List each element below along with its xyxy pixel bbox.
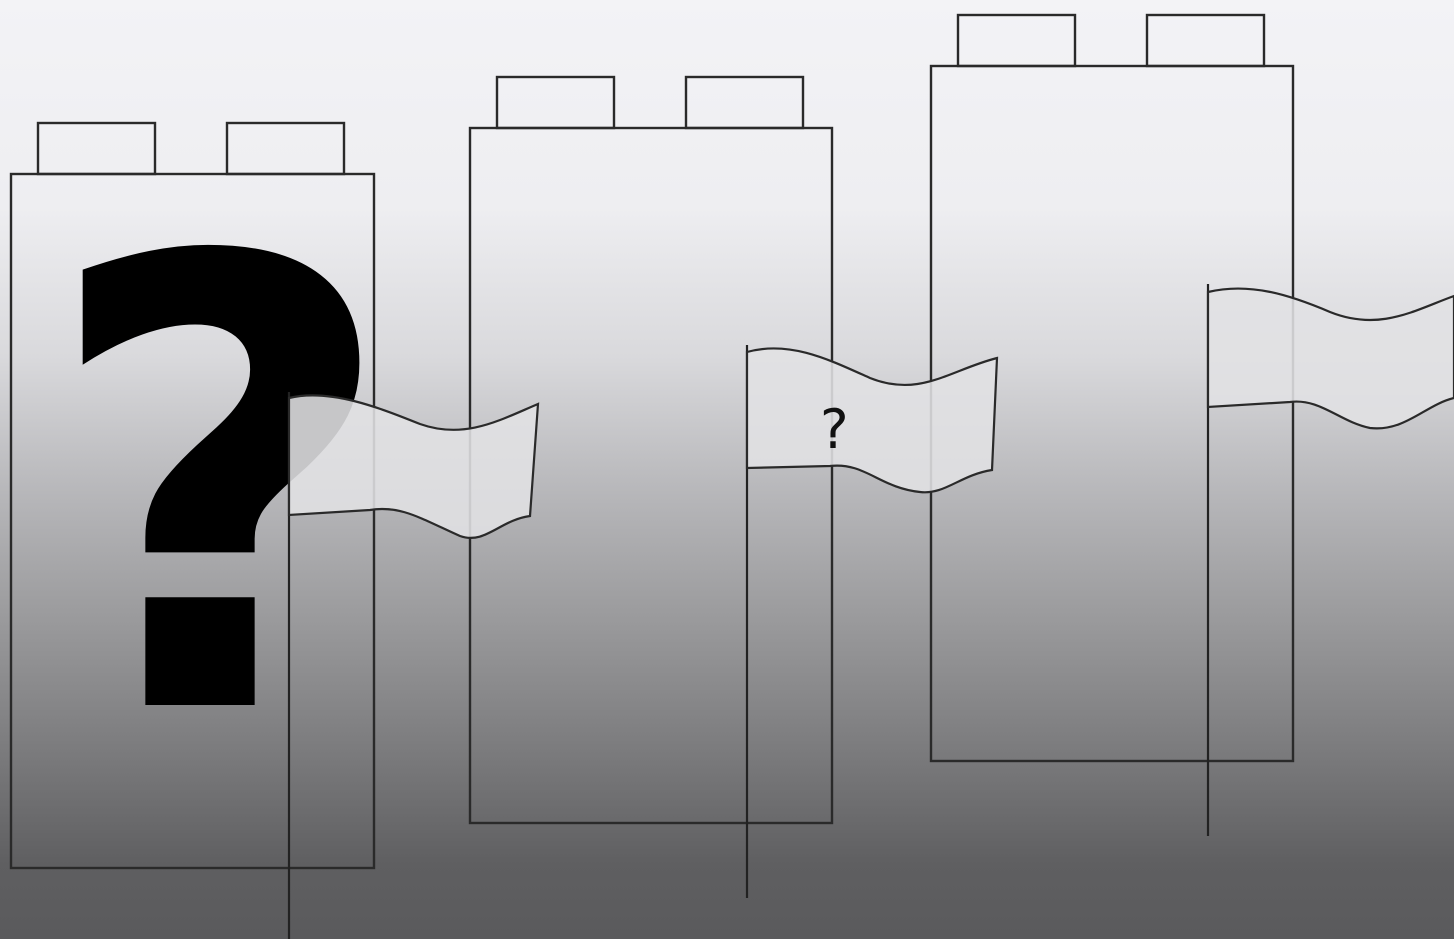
brick-middle-stud-1 (497, 77, 614, 128)
flag-middle-cloth (747, 348, 997, 492)
flag-middle: ? (747, 345, 997, 898)
flag-question-mark: ? (820, 398, 849, 461)
flag-right (1208, 284, 1454, 836)
flag-right-cloth (1208, 289, 1454, 429)
brick-right-stud-1 (958, 15, 1075, 66)
brick-middle-stud-2 (686, 77, 803, 128)
brick-right-stud-2 (1147, 15, 1264, 66)
